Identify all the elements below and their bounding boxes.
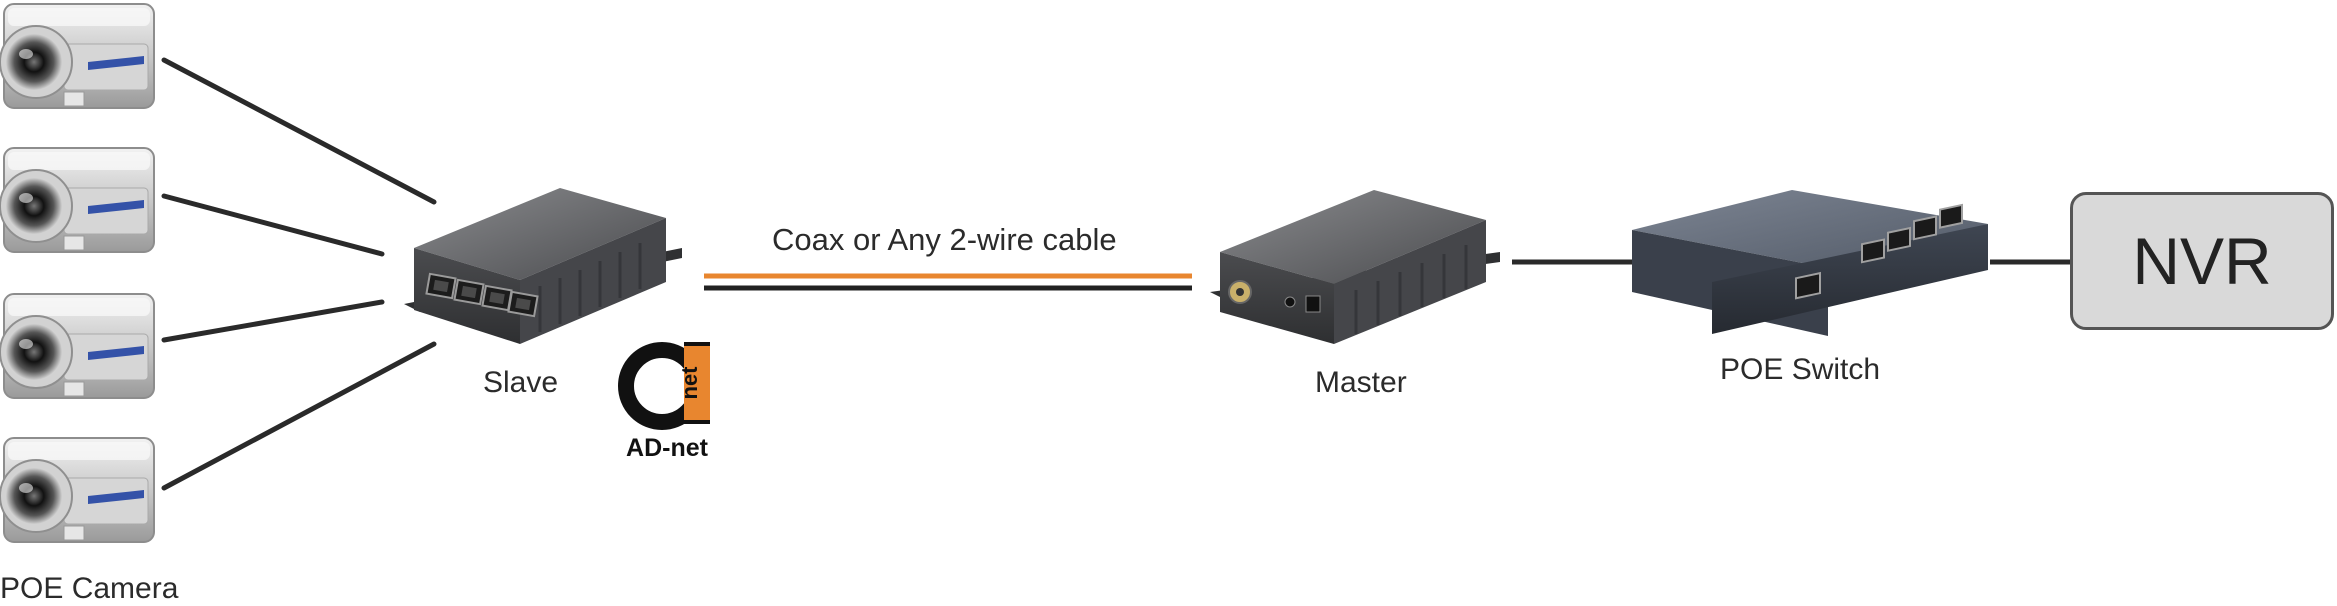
slave-device-icon bbox=[404, 188, 682, 344]
poe-camera-label: POE Camera bbox=[0, 572, 179, 605]
poe-switch-icon bbox=[1632, 190, 1988, 336]
adnet-logo: net bbox=[618, 342, 710, 430]
slave-label: Slave bbox=[483, 366, 559, 399]
nvr-box: NVR bbox=[2070, 192, 2334, 330]
master-label: Master bbox=[1315, 366, 1407, 399]
poe-switch-label: POE Switch bbox=[1720, 353, 1881, 386]
coax-cable bbox=[704, 273, 1192, 291]
nvr-label: NVR bbox=[2132, 224, 2272, 298]
master-device-icon bbox=[1210, 190, 1500, 344]
cable-label: Coax or Any 2-wire cable bbox=[772, 222, 1117, 257]
brand-name: AD-net bbox=[626, 434, 708, 462]
logo-mark-text: net bbox=[677, 366, 702, 400]
poe-camera-icon bbox=[0, 3, 155, 543]
camera-links bbox=[161, 57, 437, 491]
